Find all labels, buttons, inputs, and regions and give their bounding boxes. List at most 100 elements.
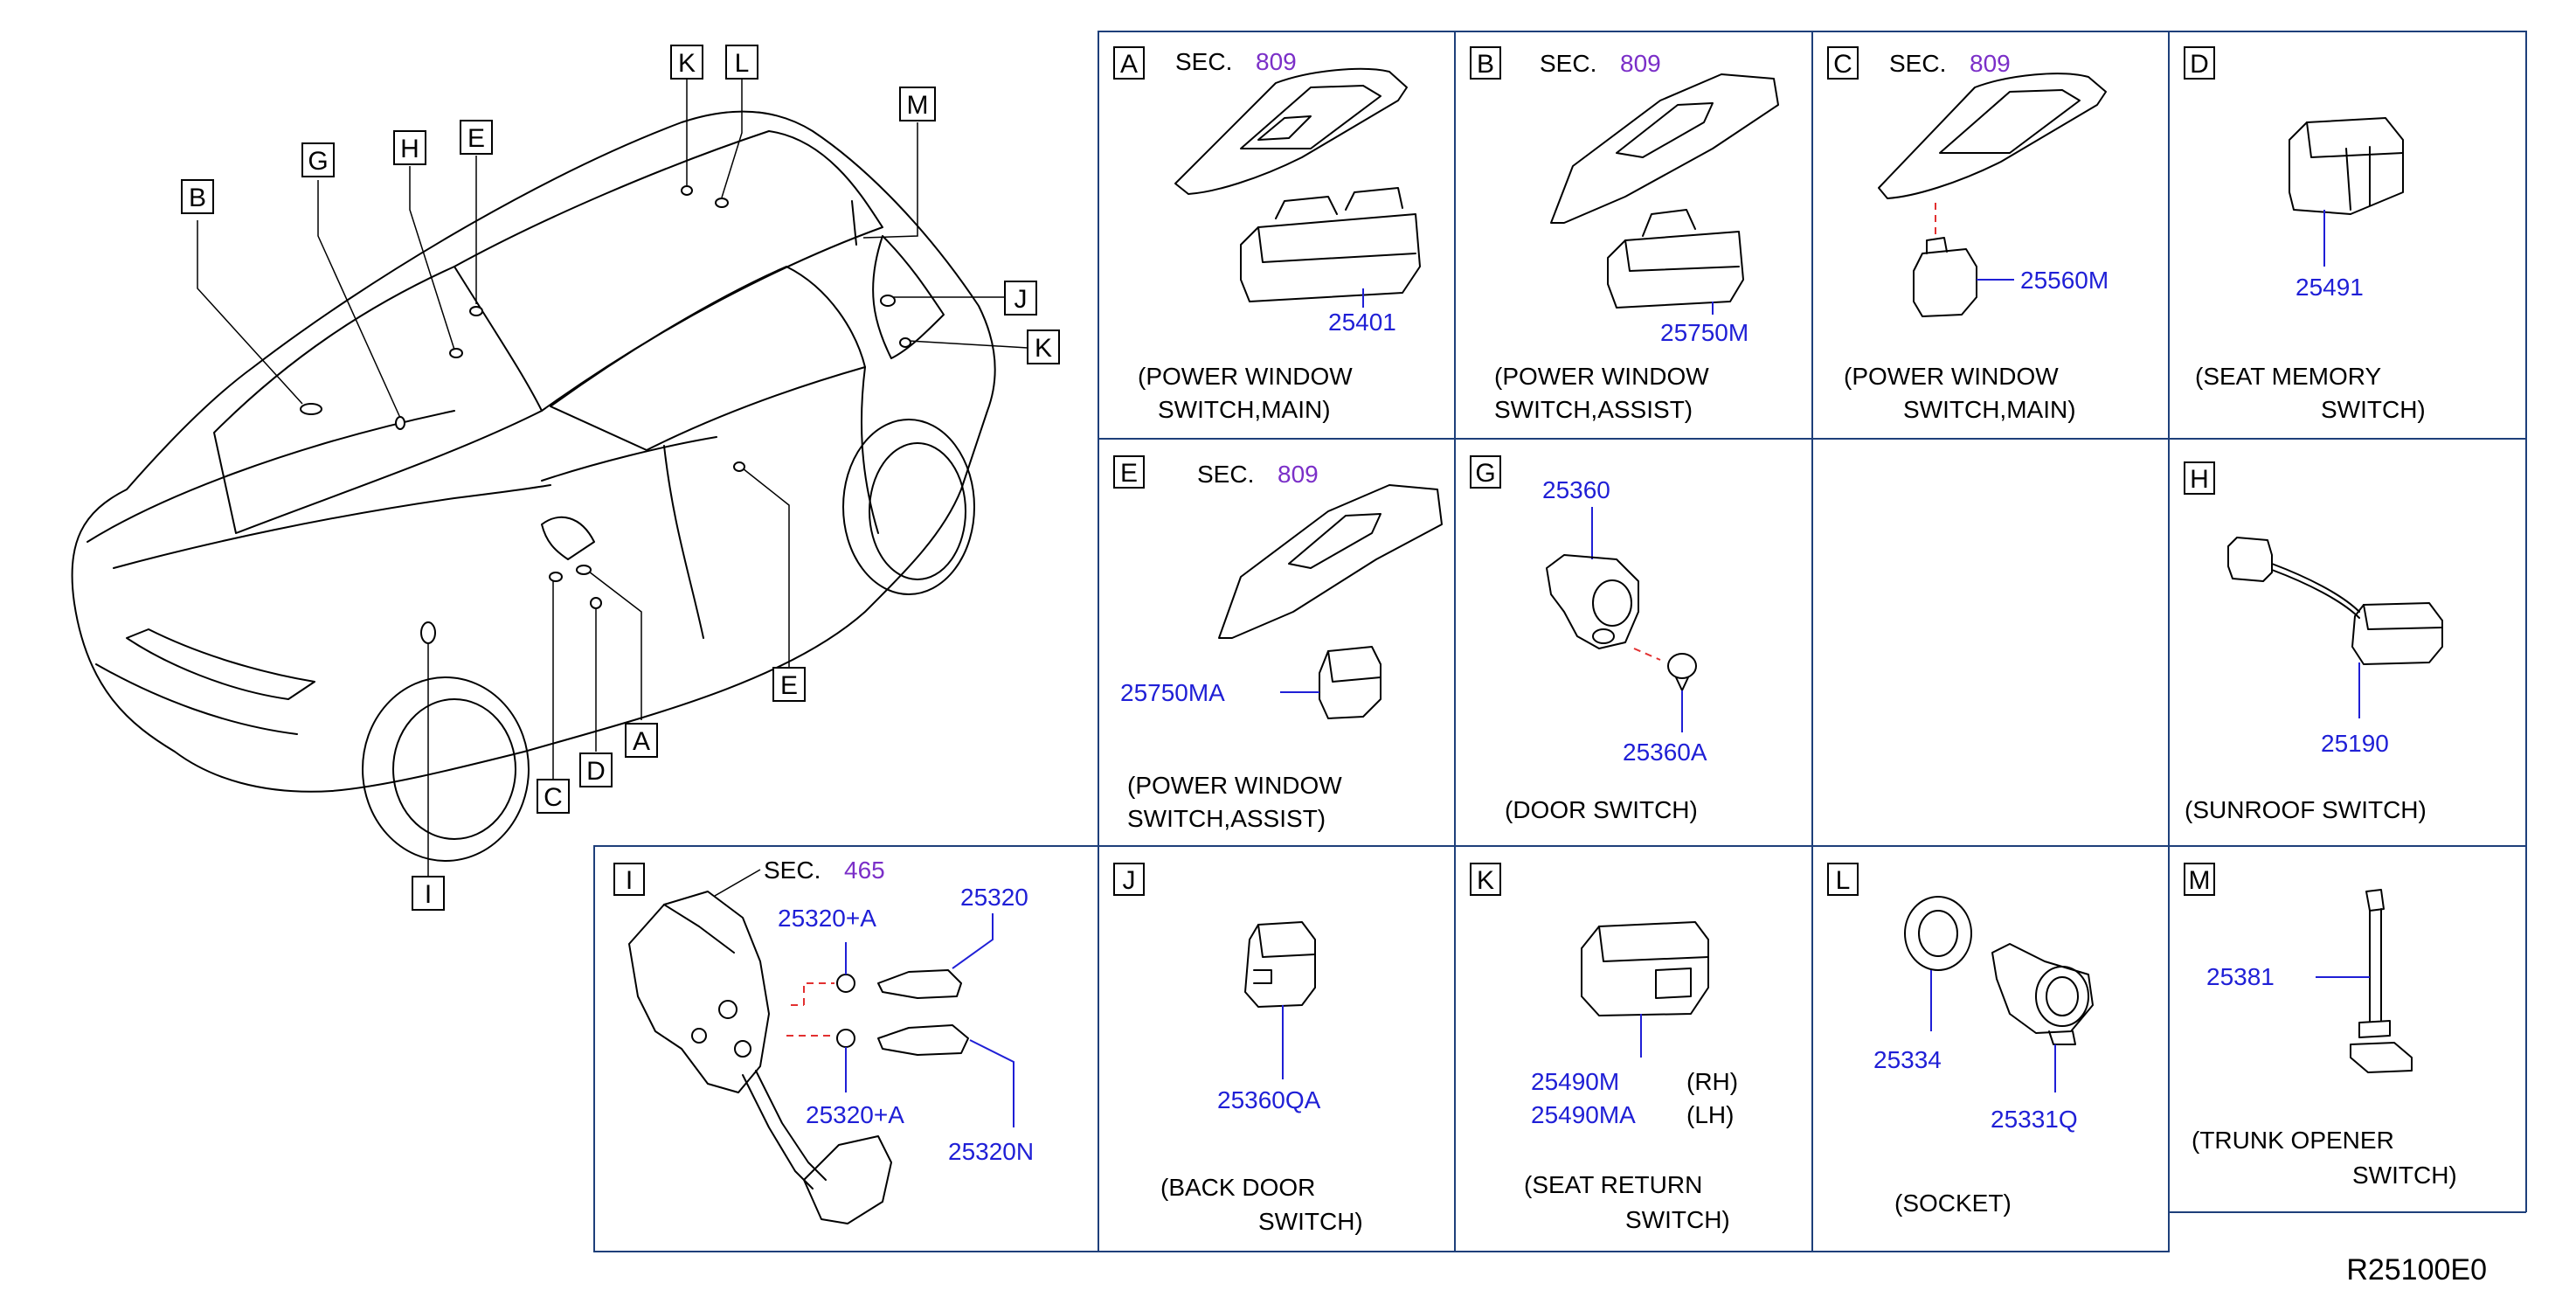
brake-pedal-assembly bbox=[628, 891, 892, 1224]
diagram-code: R25100E0 bbox=[2346, 1253, 2487, 1287]
callout-label: E bbox=[467, 124, 485, 153]
socket-cap bbox=[1904, 896, 1972, 971]
panel-J: J 25360QA (BACK DOOR SWITCH) bbox=[1113, 863, 1363, 1235]
caption-line-1: (POWER WINDOW bbox=[1494, 363, 1709, 390]
callout-label: B bbox=[189, 184, 206, 212]
sec-label: SEC. bbox=[1197, 461, 1254, 488]
caption-line-1: (BACK DOOR bbox=[1160, 1174, 1315, 1201]
caption-line-2: SWITCH,MAIN) bbox=[1903, 396, 2076, 423]
vehicle-outline bbox=[71, 110, 996, 862]
part-number: 25401 bbox=[1328, 309, 1396, 336]
window-switch-main-single bbox=[1913, 237, 1977, 317]
callout-label: A bbox=[633, 727, 650, 756]
dashed-connector bbox=[803, 982, 834, 1005]
trunk-opener-switch bbox=[2350, 889, 2413, 1073]
caption-line-1: (SUNROOF SWITCH) bbox=[2185, 796, 2427, 823]
panel-C: C SEC. 809 25560M (POWER WINDOW SWITCH,M… bbox=[1827, 46, 2109, 423]
part-number: 25381 bbox=[2206, 963, 2275, 990]
panel-L: L 25334 25331Q (SOCKET) bbox=[1827, 863, 2094, 1217]
dashed-connector bbox=[1633, 648, 1661, 661]
window-switch-finisher bbox=[1550, 73, 1779, 224]
callout-M: M bbox=[899, 87, 936, 121]
panel-A: A SEC. 809 25401 (POWER WINDOW SWITCH,MA… bbox=[1113, 46, 1421, 423]
door-switch-screw bbox=[1667, 653, 1697, 691]
callout-E-top: E bbox=[460, 120, 493, 155]
panel-key: I bbox=[626, 866, 633, 895]
callout-K-side: K bbox=[1027, 329, 1060, 364]
caption-line-2: SWITCH) bbox=[2352, 1162, 2457, 1189]
leader-line bbox=[969, 1039, 1014, 1127]
caption-line-2: SWITCH) bbox=[2321, 396, 2426, 423]
callout-H: H bbox=[393, 130, 426, 165]
part-number: 25490MA bbox=[1531, 1101, 1636, 1128]
panel-key: M bbox=[2189, 866, 2211, 895]
caption-line-1: (DOOR SWITCH) bbox=[1505, 796, 1698, 823]
window-switch-assist bbox=[1607, 209, 1744, 309]
panel-grid bbox=[593, 31, 2527, 1252]
window-switch-main bbox=[1240, 187, 1421, 302]
part-number: 25190 bbox=[2321, 730, 2389, 757]
panel-key: D bbox=[2190, 50, 2209, 79]
panel-key: J bbox=[1123, 866, 1136, 895]
leader-line bbox=[952, 913, 994, 969]
door-switch bbox=[1546, 554, 1639, 649]
panel-G: G 25360 25360A (DOOR SWITCH) bbox=[1470, 455, 1707, 823]
panel-key: L bbox=[1836, 866, 1851, 895]
callout-label: C bbox=[544, 783, 563, 812]
callout-C: C bbox=[537, 779, 570, 814]
panel-key: A bbox=[1120, 50, 1138, 79]
part-number: 25320+A bbox=[778, 905, 876, 932]
switch-locations bbox=[300, 185, 911, 644]
window-switch-finisher bbox=[1878, 73, 2107, 199]
seat-memory-switch bbox=[2289, 117, 2404, 215]
panel-M: M 25381 (TRUNK OPENER SWITCH) bbox=[2184, 863, 2457, 1189]
stop-lamp-switch-upper bbox=[836, 969, 962, 999]
part-number: 25320 bbox=[960, 884, 1028, 911]
sec-label: SEC. bbox=[764, 857, 821, 884]
sunroof-switch bbox=[2227, 537, 2443, 665]
callout-K-top: K bbox=[670, 45, 703, 80]
caption-line-1: (SEAT RETURN bbox=[1524, 1171, 1702, 1198]
caption-line-2: SWITCH,ASSIST) bbox=[1127, 805, 1326, 832]
callout-label: I bbox=[425, 880, 432, 909]
sec-label: SEC. bbox=[1175, 48, 1232, 75]
callout-I: I bbox=[412, 876, 445, 911]
leader-line bbox=[714, 869, 761, 897]
callout-A: A bbox=[625, 723, 658, 758]
panel-key: B bbox=[1477, 50, 1494, 79]
window-switch-finisher bbox=[1174, 67, 1408, 195]
sec-number: 465 bbox=[844, 857, 885, 884]
panel-B: B SEC. 809 25750M (POWER WINDOW SWITCH,A… bbox=[1470, 46, 1779, 423]
sec-number: 809 bbox=[1256, 48, 1297, 75]
callout-label: D bbox=[586, 757, 606, 786]
panel-E: E SEC. 809 25750MA (POWER WINDOW SWITCH,… bbox=[1113, 455, 1443, 832]
part-number: 25750M bbox=[1660, 319, 1748, 346]
callout-J: J bbox=[1004, 281, 1037, 316]
callout-label: J bbox=[1014, 285, 1028, 314]
callout-G: G bbox=[301, 142, 335, 177]
part-number: 25360 bbox=[1542, 476, 1610, 503]
callout-label: L bbox=[735, 49, 750, 78]
callout-D: D bbox=[579, 753, 613, 787]
window-switch-assist bbox=[1319, 646, 1381, 719]
panel-key: C bbox=[1833, 50, 1852, 79]
part-number: 25750MA bbox=[1120, 679, 1225, 706]
part-number: 25334 bbox=[1873, 1046, 1942, 1073]
vehicle-overview: B G H E K L M J bbox=[71, 45, 1060, 911]
caption-line-1: (SEAT MEMORY bbox=[2195, 363, 2381, 390]
sec-number: 809 bbox=[1620, 50, 1661, 77]
part-number: 25360A bbox=[1623, 739, 1707, 766]
caption-line-1: (POWER WINDOW bbox=[1127, 772, 1342, 799]
part-number: 25331Q bbox=[1991, 1106, 2078, 1133]
part-number: 25320+A bbox=[806, 1101, 904, 1128]
callout-label: G bbox=[308, 147, 328, 176]
power-socket bbox=[1991, 943, 2094, 1045]
part-number: 25560M bbox=[2020, 267, 2109, 294]
sec-label: SEC. bbox=[1889, 50, 1946, 77]
callout-B: B bbox=[181, 179, 214, 214]
part-number: 25490M bbox=[1531, 1068, 1619, 1095]
sec-number: 809 bbox=[1970, 50, 2011, 77]
part-number: 25491 bbox=[2296, 274, 2364, 301]
panel-I: I SEC. 465 25320+A 25320 25320+ bbox=[613, 857, 1034, 1224]
